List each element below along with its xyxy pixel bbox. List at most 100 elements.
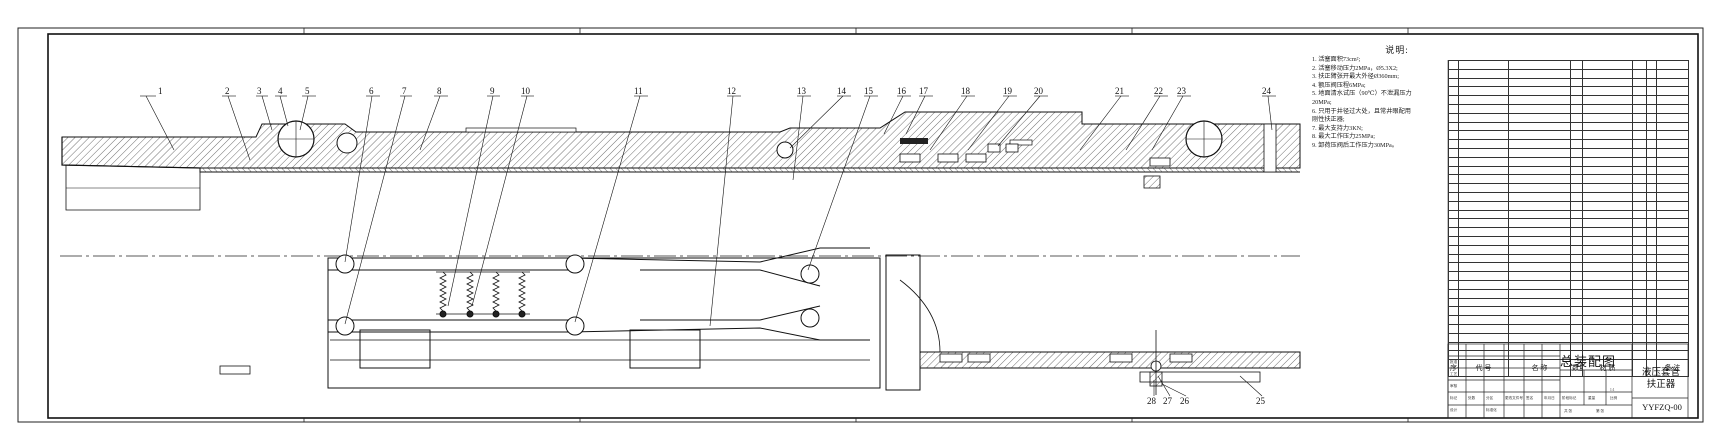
bom-cell bbox=[1458, 60, 1509, 70]
bom-cell bbox=[1448, 218, 1459, 229]
bom-row bbox=[1448, 218, 1689, 229]
bom-cell bbox=[1632, 350, 1647, 361]
bom-cell bbox=[1448, 350, 1459, 361]
bom-cell bbox=[1646, 297, 1657, 308]
bom-cell bbox=[1570, 306, 1583, 317]
bom-row bbox=[1448, 341, 1689, 352]
bom-cell bbox=[1458, 244, 1509, 255]
bom-cell bbox=[1656, 103, 1689, 114]
bom-cell bbox=[1508, 279, 1571, 290]
bom-cell bbox=[1656, 288, 1689, 299]
callout-6: 6 bbox=[369, 86, 374, 96]
bom-cell bbox=[1656, 297, 1689, 308]
bom-cell bbox=[1508, 297, 1571, 308]
bom-cell bbox=[1582, 103, 1633, 114]
bom-cell bbox=[1458, 68, 1509, 79]
tb-label-stage: 阶段标记 bbox=[1562, 396, 1577, 400]
bom-cell bbox=[1646, 68, 1657, 79]
bom-cell bbox=[1570, 130, 1583, 141]
product-name-line1: 液压套管 bbox=[1641, 368, 1680, 378]
bom-cell bbox=[1448, 279, 1459, 290]
callout-11: 11 bbox=[634, 86, 643, 96]
bom-cell bbox=[1656, 323, 1689, 334]
bom-cell bbox=[1656, 156, 1689, 167]
bom-row bbox=[1448, 121, 1689, 132]
bom-cell bbox=[1458, 200, 1509, 211]
bom-row bbox=[1448, 130, 1689, 141]
bom-cell bbox=[1448, 103, 1459, 114]
bom-cell bbox=[1582, 218, 1633, 229]
bom-cell bbox=[1448, 121, 1459, 132]
drawing-notes: 说明: 1. 活塞面积73cm²; 2. 活塞移动压力2MPa，Ø5.3X2; … bbox=[1312, 44, 1482, 151]
bom-cell bbox=[1458, 156, 1509, 167]
bom-cell bbox=[1646, 227, 1657, 237]
bom-cell bbox=[1656, 121, 1689, 132]
bom-cell bbox=[1570, 200, 1583, 211]
bom-cell bbox=[1508, 235, 1571, 246]
bom-cell bbox=[1632, 121, 1647, 132]
bom-header-row: 序号 代 号 名 称 数量 材 质 备 注 bbox=[1448, 359, 1689, 378]
callouts bbox=[140, 95, 1276, 397]
callout-16: 16 bbox=[897, 86, 907, 96]
bom-cell bbox=[1448, 95, 1459, 105]
bom-cell bbox=[1656, 209, 1689, 220]
bom-cell bbox=[1646, 183, 1657, 193]
bom-cell bbox=[1632, 86, 1647, 97]
bom-cell bbox=[1656, 279, 1689, 290]
bom-cell bbox=[1582, 306, 1633, 317]
bom-cell bbox=[1570, 332, 1583, 343]
bom-cell bbox=[1448, 165, 1459, 176]
bom-cell bbox=[1448, 262, 1459, 273]
note-line-6: 20MPa; bbox=[1312, 98, 1332, 106]
bom-cell bbox=[1656, 130, 1689, 141]
bom-cell bbox=[1448, 315, 1459, 325]
bom-cell bbox=[1570, 191, 1583, 202]
bom-cell bbox=[1508, 156, 1571, 167]
bom-cell bbox=[1448, 156, 1459, 167]
callout-9: 9 bbox=[490, 86, 495, 96]
drawing-code: YYFZQ-00 bbox=[1642, 402, 1682, 412]
bom-cell bbox=[1458, 350, 1509, 361]
bom-cell bbox=[1632, 156, 1647, 167]
bom-cell bbox=[1570, 262, 1583, 273]
notes-heading: 说明: bbox=[1385, 45, 1409, 55]
callout-19: 19 bbox=[1003, 86, 1013, 96]
bom-cell bbox=[1656, 262, 1689, 273]
callout-5: 5 bbox=[305, 86, 310, 96]
bom-cell bbox=[1508, 262, 1571, 273]
bom-cell bbox=[1570, 218, 1583, 229]
callout-25: 25 bbox=[1256, 396, 1266, 406]
bom-cell bbox=[1656, 315, 1689, 325]
bom-cell bbox=[1508, 86, 1571, 97]
bom-cell bbox=[1508, 60, 1571, 70]
bom-cell bbox=[1646, 174, 1657, 185]
bom-row bbox=[1448, 262, 1689, 273]
bom-row bbox=[1448, 297, 1689, 308]
callout-numbers: 1 2 3 4 5 6 7 8 9 10 11 12 13 14 15 16 1… bbox=[158, 86, 1272, 406]
bom-row bbox=[1448, 200, 1689, 211]
bom-cell bbox=[1646, 235, 1657, 246]
bom-row bbox=[1448, 165, 1689, 176]
product-name: 液压套管 扶正器 bbox=[1636, 367, 1686, 391]
bom-cell bbox=[1508, 165, 1571, 176]
bom-cell bbox=[1448, 288, 1459, 299]
bom-cell bbox=[1508, 174, 1571, 185]
bom-cell bbox=[1508, 288, 1571, 299]
bom-cell bbox=[1508, 200, 1571, 211]
bom-cell bbox=[1646, 253, 1657, 264]
bom-cell bbox=[1582, 165, 1633, 176]
bom-cell bbox=[1458, 165, 1509, 176]
bom-cell bbox=[1570, 279, 1583, 290]
bom-cell bbox=[1458, 95, 1509, 105]
note-line-9: 7. 最大支持力3KN; bbox=[1312, 124, 1363, 132]
bom-cell bbox=[1646, 323, 1657, 334]
bom-row bbox=[1448, 183, 1689, 193]
bom-cell bbox=[1448, 306, 1459, 317]
bom-cell bbox=[1448, 271, 1459, 281]
bom-cell bbox=[1656, 165, 1689, 176]
bom-row bbox=[1448, 86, 1689, 97]
bom-cell bbox=[1458, 297, 1509, 308]
upper-seals bbox=[899, 143, 1171, 189]
bom-cell bbox=[1646, 191, 1657, 202]
bom-cell bbox=[1656, 191, 1689, 202]
